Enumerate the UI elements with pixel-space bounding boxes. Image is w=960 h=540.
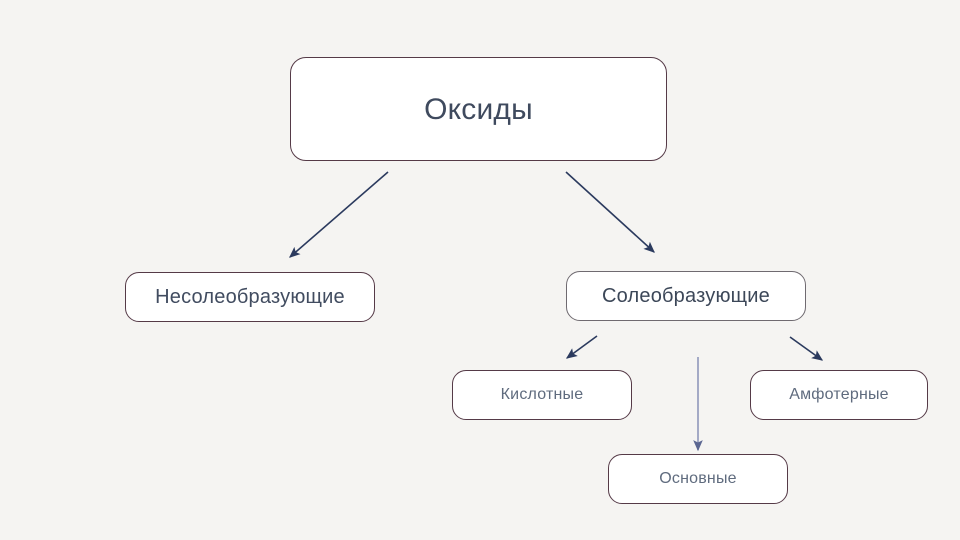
edge-salt-forming-to-amphoteric [789, 336, 824, 361]
edge-salt-forming-to-acidic [565, 335, 598, 359]
node-acidic[interactable]: Кислотные [452, 370, 632, 420]
node-non-salt-forming-label: Несолеобразующие [155, 286, 345, 308]
node-amphoteric[interactable]: Амфотерные [750, 370, 928, 420]
node-salt-forming[interactable]: Солеобразующие [566, 271, 806, 321]
node-salt-forming-label: Солеобразующие [601, 285, 770, 307]
node-basic[interactable]: Основные [608, 454, 788, 504]
node-oxides-label: Оксиды [424, 92, 533, 126]
edge-oxides-to-non-salt-forming [289, 171, 389, 258]
node-amphoteric-label: Амфотерные [789, 386, 889, 404]
edge-oxides-to-salt-forming [565, 171, 655, 253]
node-oxides[interactable]: Оксиды [290, 57, 667, 161]
node-acidic-label: Кислотные [500, 386, 584, 404]
node-non-salt-forming[interactable]: Несолеобразующие [125, 272, 375, 322]
node-basic-label: Основные [659, 470, 737, 488]
